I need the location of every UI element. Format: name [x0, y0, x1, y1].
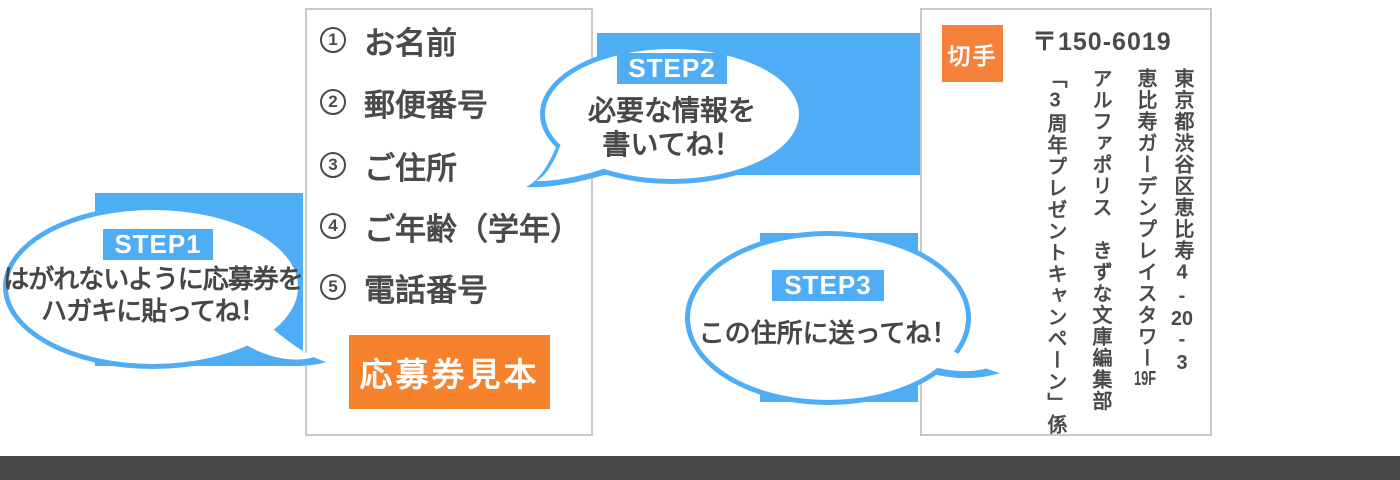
form-item-label: お名前 — [364, 25, 457, 61]
form-item-label: 郵便番号 — [364, 87, 488, 123]
form-item-phone: 5 電話番号 — [320, 269, 488, 308]
step1-text-line2: ハガキに貼ってね！ — [41, 296, 266, 326]
step1-text: はがれないように応募券を ハガキに貼ってね！ — [3, 263, 303, 327]
form-item-label: 電話番号 — [364, 272, 488, 308]
mailing-address: 東京都渋谷区恵比寿4-20-3 恵比寿ガーデンプレイスタワー19F アルファポリ… — [1036, 68, 1200, 440]
stamp-box: 切手 — [942, 25, 1003, 82]
organization-line: アルファポリス きずな文庫編集部 — [1089, 68, 1111, 412]
postal-code: 〒150-6019 — [1032, 28, 1172, 56]
step3-text-line1: この住所に送ってね！ — [698, 318, 958, 348]
form-item-label: ご年齢（学年） — [364, 211, 581, 247]
form-item-postal-code: 2 郵便番号 — [320, 84, 488, 123]
speech-bubble-shape — [3, 205, 326, 369]
form-item-address: 3 ご住所 — [320, 147, 457, 186]
application-form-card: 1 お名前 2 郵便番号 3 ご住所 4 ご年齢（学年） 5 電話番号 応募券見… — [305, 8, 593, 436]
step1-text-line1: はがれないように応募券を — [3, 264, 303, 294]
sample-ticket-button: 応募券見本 — [349, 335, 550, 409]
step2-text-line2: 書いてね！ — [602, 129, 742, 160]
step3-speech-bubble: STEP3 この住所に送ってね！ — [678, 223, 1008, 413]
address-line-1: 東京都渋谷区恵比寿4-20-3 — [1171, 68, 1193, 376]
form-item-age: 4 ご年齢（学年） — [320, 208, 581, 247]
address-line-2: 恵比寿ガーデンプレイスタワー19F — [1134, 68, 1156, 389]
speech-bubble-shape — [526, 44, 804, 188]
step2-speech-bubble: STEP2 必要な情報を 書いてね！ — [518, 38, 818, 208]
postcard: 切手 〒150-6019 東京都渋谷区恵比寿4-20-3 恵比寿ガーデンプレイス… — [920, 8, 1212, 436]
department-line: 「3周年プレゼントキャンペーン」係 — [1044, 68, 1066, 436]
speech-bubble-shape — [685, 231, 1000, 405]
circled-number-2-icon: 2 — [320, 89, 346, 115]
circled-number-1-icon: 1 — [320, 27, 346, 53]
circled-number-4-icon: 4 — [320, 213, 346, 239]
bottom-divider-band — [0, 456, 1400, 480]
step2-text-line1: 必要な情報を — [587, 95, 756, 126]
step3-text: この住所に送ってね！ — [678, 313, 978, 350]
circled-number-3-icon: 3 — [320, 152, 346, 178]
step3-badge: STEP3 — [772, 270, 884, 301]
form-item-name: 1 お名前 — [320, 22, 457, 61]
step1-badge: STEP1 — [103, 229, 213, 260]
form-item-label: ご住所 — [364, 150, 457, 186]
step2-text: 必要な情報を 書いてね！ — [542, 94, 802, 162]
step1-speech-bubble: STEP1 はがれないように応募券を ハガキに貼ってね！ — [0, 200, 340, 380]
step2-badge: STEP2 — [617, 53, 727, 84]
circled-number-5-icon: 5 — [320, 274, 346, 300]
